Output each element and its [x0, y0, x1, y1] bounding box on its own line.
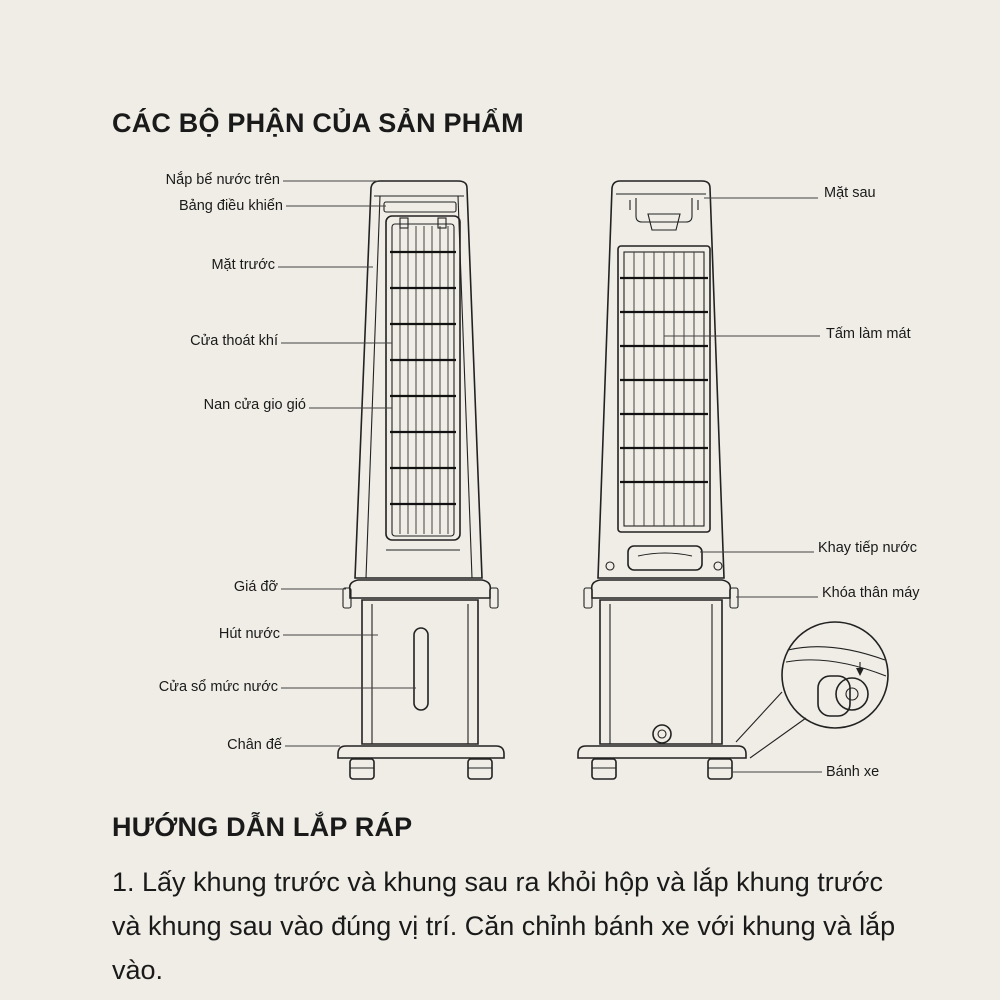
- label-cooling-pad: Tấm làm mát: [826, 326, 911, 342]
- label-wheel: Bánh xe: [826, 764, 880, 780]
- label-base: Chân đế: [227, 737, 282, 753]
- louver-bars: [399, 226, 449, 534]
- label-front-face: Mặt trước: [211, 257, 275, 273]
- label-air-outlet: Cửa thoát khí: [190, 333, 278, 349]
- assembly-section-title: HƯỚNG DẪN LẮP RÁP: [112, 812, 413, 842]
- label-water-intake: Hút nước: [218, 626, 280, 642]
- label-stand: Giá đỡ: [233, 579, 278, 595]
- label-louver: Nan cửa gio gió: [203, 397, 306, 413]
- parts-section-title: CÁC BỘ PHẬN CỦA SẢN PHẨM: [112, 108, 524, 138]
- front-view: [337, 180, 505, 780]
- front-slats: [390, 250, 456, 506]
- label-water-window: Cửa sổ mức nước: [158, 679, 278, 695]
- label-top-lid: Nắp bể nước trên: [165, 172, 280, 188]
- assembly-step-1: 1. Lấy khung trước và khung sau ra khỏi …: [112, 867, 896, 985]
- cooling-pad-grid: [633, 252, 695, 526]
- wheel-detail-zoom: [735, 621, 889, 759]
- label-back-face: Mặt sau: [824, 185, 876, 201]
- back-slats: [620, 276, 708, 484]
- label-control-panel: Bảng điều khiển: [179, 198, 283, 214]
- label-water-tray: Khay tiếp nước: [818, 540, 918, 556]
- label-body-lock: Khóa thân máy: [822, 585, 920, 601]
- leader-lines: [278, 180, 822, 773]
- back-view: [577, 180, 889, 780]
